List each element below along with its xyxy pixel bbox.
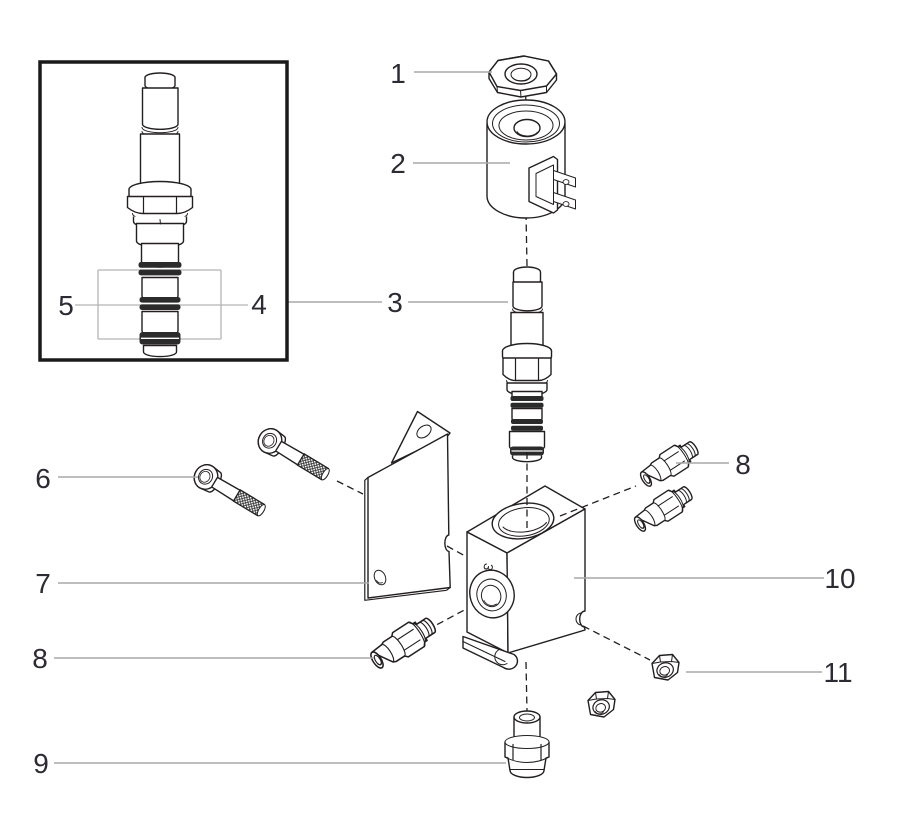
callouts: 1 2 3 4 5 6 7 8 8 9 10 11 — [32, 58, 855, 779]
centerlines-over — [526, 452, 651, 661]
callout-4: 4 — [251, 289, 267, 320]
callout-11: 11 — [823, 657, 852, 688]
inset-cartridge — [126, 72, 194, 358]
part-1-hex-nut — [488, 55, 558, 98]
callout-1: 1 — [390, 58, 406, 89]
callout-3: 3 — [387, 287, 403, 318]
part-8-fitting-top-2 — [629, 480, 698, 538]
inset-detail-box — [38, 60, 289, 362]
part-7-bracket — [364, 410, 451, 601]
coil-connector — [528, 155, 576, 214]
leader-lines — [54, 71, 824, 764]
part-3-valve-cartridge — [501, 266, 553, 463]
part-6-screws — [189, 423, 335, 523]
part-8-fitting-top-1 — [635, 435, 704, 493]
part-11-nut — [651, 653, 680, 681]
part-2-solenoid-coil — [486, 99, 576, 219]
block-cavity-marking: 3 — [480, 562, 496, 572]
block-side-port — [469, 569, 515, 619]
part-8-fitting-bottom — [364, 610, 442, 676]
callout-7: 7 — [35, 568, 51, 599]
callout-9: 9 — [33, 748, 49, 779]
callout-8-top: 8 — [735, 449, 751, 480]
callout-8-bottom: 8 — [32, 643, 48, 674]
callout-10: 10 — [824, 563, 855, 594]
callout-5: 5 — [58, 290, 74, 321]
part-11-nut-second — [587, 690, 616, 718]
part-10-valve-block: 3 — [462, 485, 586, 670]
callout-6: 6 — [35, 463, 51, 494]
callout-2: 2 — [390, 148, 406, 179]
part-9-outlet-fitting — [504, 710, 550, 779]
